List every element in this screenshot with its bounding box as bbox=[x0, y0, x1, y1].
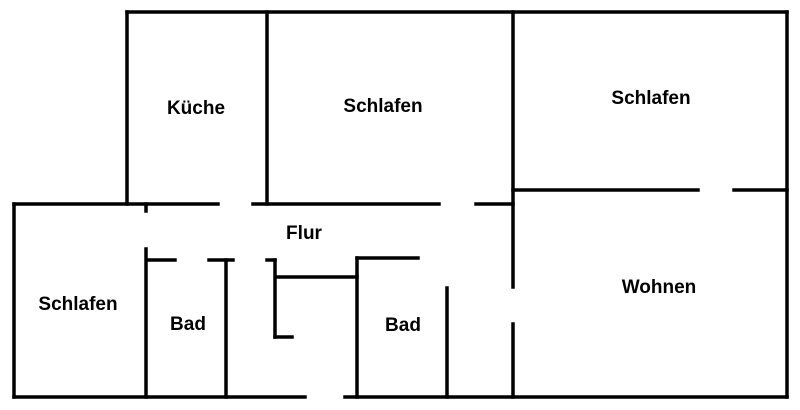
room-label-schlafen-top: Schlafen bbox=[343, 96, 423, 117]
room-label-schlafen-right: Schlafen bbox=[611, 88, 691, 109]
room-label-wohnen: Wohnen bbox=[621, 277, 697, 298]
room-label-kueche: Küche bbox=[166, 98, 226, 119]
room-label-flur: Flur bbox=[286, 223, 322, 244]
room-label-schlafen-left: Schlafen bbox=[38, 294, 118, 315]
room-label-bad-right: Bad bbox=[385, 315, 421, 336]
room-label-bad-left: Bad bbox=[170, 314, 206, 335]
